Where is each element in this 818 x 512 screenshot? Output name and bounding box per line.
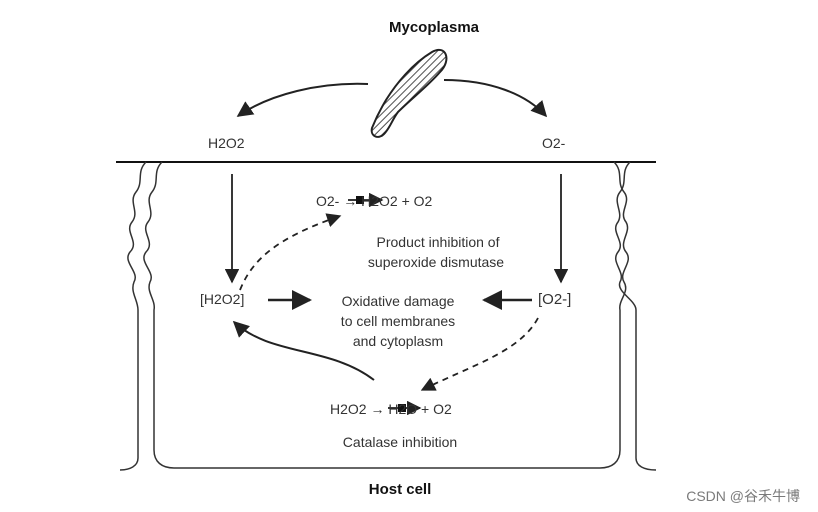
watermark: CSDN @谷禾牛博: [686, 488, 800, 504]
host-cell-outer-wall-left: [119, 161, 147, 471]
sod-block-marker: [356, 196, 364, 204]
host-cell-label: Host cell: [368, 481, 432, 498]
catalase-inhibition-label: Catalase inhibition: [342, 434, 458, 450]
h2o2-outside-label: H2O2: [208, 135, 245, 151]
arrow-mycoplasma-to-o2: [443, 79, 548, 118]
h2o2-inside-label: [H2O2]: [200, 291, 245, 307]
dashed-arrow-h2o2-to-sod: [239, 213, 342, 291]
catalase-reaction-label: H2O2 → H2O + O2: [330, 401, 452, 417]
mycoplasma-organism: [370, 49, 448, 138]
oxidative-damage-line2: to cell membranes: [340, 313, 456, 329]
host-cell-outer-wall-right: [615, 161, 657, 471]
oxidative-damage-line1: Oxidative damage: [341, 293, 455, 309]
product-inhibition-line2: superoxide dismutase: [367, 254, 505, 270]
mycoplasma-title: Mycoplasma: [388, 19, 480, 36]
o2-inside-label: [O2-]: [538, 291, 572, 308]
dashed-arrow-o2-to-catalase: [420, 317, 539, 391]
arrow-catalase-to-h2o2: [232, 320, 375, 381]
arrow-mycoplasma-to-h2o2: [236, 82, 369, 117]
sod-reaction-label: O2- → H2O2 + O2: [316, 193, 433, 209]
o2-outside-label: O2-: [542, 135, 566, 151]
oxidative-damage-line3: and cytoplasm: [352, 333, 444, 349]
product-inhibition-line1: Product inhibition of: [376, 234, 500, 250]
catalase-block-marker: [398, 404, 406, 412]
host-cell-outline: [143, 161, 629, 469]
